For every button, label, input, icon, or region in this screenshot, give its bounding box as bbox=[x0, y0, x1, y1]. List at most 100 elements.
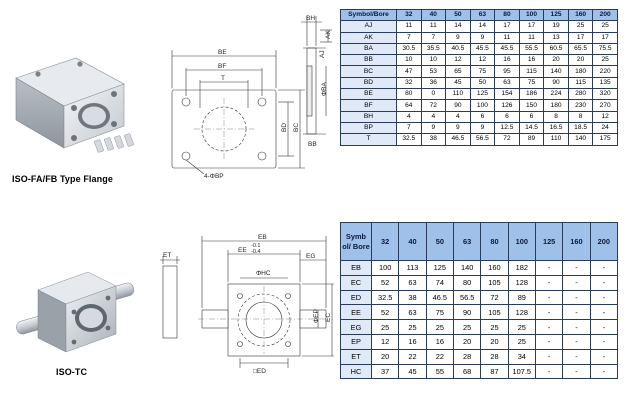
table-cell: 74 bbox=[425, 274, 454, 291]
row-symbol: HC bbox=[340, 363, 372, 380]
row-symbol: BA bbox=[340, 42, 397, 56]
table-cell: 10 bbox=[396, 54, 422, 67]
table-cell: 37 bbox=[370, 363, 400, 380]
table-cell: 182 bbox=[507, 260, 536, 276]
table-cell: 160 bbox=[480, 260, 509, 276]
row-symbol: EG bbox=[340, 319, 372, 335]
table-cell: 115 bbox=[567, 76, 594, 90]
table-cell: 140 bbox=[567, 133, 594, 146]
table-cell: 6 bbox=[518, 110, 545, 123]
table-cell: 9 bbox=[445, 121, 471, 135]
table-cell: 4 bbox=[396, 110, 422, 123]
table-cell: 72 bbox=[420, 99, 447, 112]
table-cell: 270 bbox=[592, 99, 618, 112]
table-cell: 12.5 bbox=[494, 121, 520, 135]
table-cell: - bbox=[534, 274, 564, 291]
table-cell: 56.5 bbox=[452, 289, 482, 306]
row-symbol: EB bbox=[340, 260, 372, 276]
row-symbol: T bbox=[340, 133, 397, 146]
table-cell: 154 bbox=[494, 88, 520, 101]
row-symbol: ED bbox=[340, 289, 372, 306]
table-cell: 12 bbox=[469, 54, 496, 67]
dim-bp: 4-ΦBP bbox=[204, 173, 224, 180]
table-cell: 22 bbox=[398, 348, 427, 365]
table-cell: 40.5 bbox=[445, 42, 471, 56]
table-cell: 180 bbox=[567, 65, 594, 78]
table-cell: 28 bbox=[452, 348, 482, 365]
header-bore: 80 bbox=[494, 8, 520, 22]
dim-t: T bbox=[221, 75, 225, 82]
dim-et: ET bbox=[163, 252, 171, 259]
table-cell: 14 bbox=[469, 20, 496, 33]
table-cell: 0 bbox=[420, 88, 447, 101]
dim-tol-upper: -0.1 bbox=[251, 243, 260, 249]
row-symbol: BE bbox=[340, 88, 397, 101]
dim-tol-lower: -0.4 bbox=[251, 249, 260, 255]
row-symbol: BF bbox=[340, 99, 397, 112]
table-cell: - bbox=[534, 333, 564, 350]
table-cell: 75 bbox=[469, 65, 496, 78]
dim-ee: EE bbox=[238, 247, 247, 254]
dim-hc: ΦHC bbox=[256, 270, 271, 277]
table-cell: 45.5 bbox=[494, 42, 520, 56]
header-bore: 40 bbox=[398, 222, 427, 261]
table-cell: 72 bbox=[480, 289, 509, 306]
table-cell: 14.5 bbox=[518, 121, 545, 135]
table-cell: 25 bbox=[567, 20, 594, 33]
trunnion-caption: ISO-TC bbox=[56, 367, 88, 377]
table-cell: - bbox=[589, 274, 619, 291]
header-bore: 200 bbox=[592, 8, 618, 22]
table-cell: - bbox=[534, 348, 564, 365]
table-cell: - bbox=[534, 363, 564, 380]
table-cell: 8 bbox=[567, 110, 594, 123]
table-cell: 80 bbox=[452, 274, 482, 291]
table-cell: 65 bbox=[445, 65, 471, 78]
table-cell: 90 bbox=[543, 76, 569, 90]
header-bore: 32 bbox=[396, 8, 422, 22]
table-cell: 186 bbox=[518, 88, 545, 101]
table-cell: 30.5 bbox=[396, 42, 422, 56]
table-cell: 16 bbox=[518, 54, 545, 67]
table-cell: 55 bbox=[425, 363, 454, 380]
table-cell: 90 bbox=[445, 99, 471, 112]
table-cell: 6 bbox=[469, 110, 496, 123]
dim-aj: AJ bbox=[319, 50, 326, 58]
table-cell: 9 bbox=[445, 31, 471, 44]
table-cell: 105 bbox=[480, 304, 509, 321]
table-cell: 75 bbox=[425, 304, 454, 321]
table-cell: 180 bbox=[543, 99, 569, 112]
table-cell: 12 bbox=[592, 110, 618, 123]
table-cell: - bbox=[562, 333, 591, 350]
table-cell: 140 bbox=[543, 65, 569, 78]
table-cell: 100 bbox=[469, 99, 496, 112]
table-cell: 72 bbox=[494, 133, 520, 146]
dim-bd: BD bbox=[281, 123, 288, 132]
table-cell: 20 bbox=[543, 54, 569, 67]
table-cell: 14 bbox=[445, 20, 471, 33]
table-cell: - bbox=[562, 260, 591, 276]
table-cell: 150 bbox=[518, 99, 545, 112]
table-cell: - bbox=[562, 289, 591, 306]
table-cell: - bbox=[534, 260, 564, 276]
table-cell: 25 bbox=[507, 319, 536, 335]
row-symbol: AJ bbox=[340, 20, 397, 33]
table-cell: 11 bbox=[518, 31, 545, 44]
table-cell: 105 bbox=[480, 274, 509, 291]
table-cell: 20 bbox=[370, 348, 400, 365]
table-cell: - bbox=[589, 260, 619, 276]
table-cell: 25 bbox=[480, 319, 509, 335]
table-cell: 75.5 bbox=[592, 42, 618, 56]
table-cell: 128 bbox=[507, 274, 536, 291]
